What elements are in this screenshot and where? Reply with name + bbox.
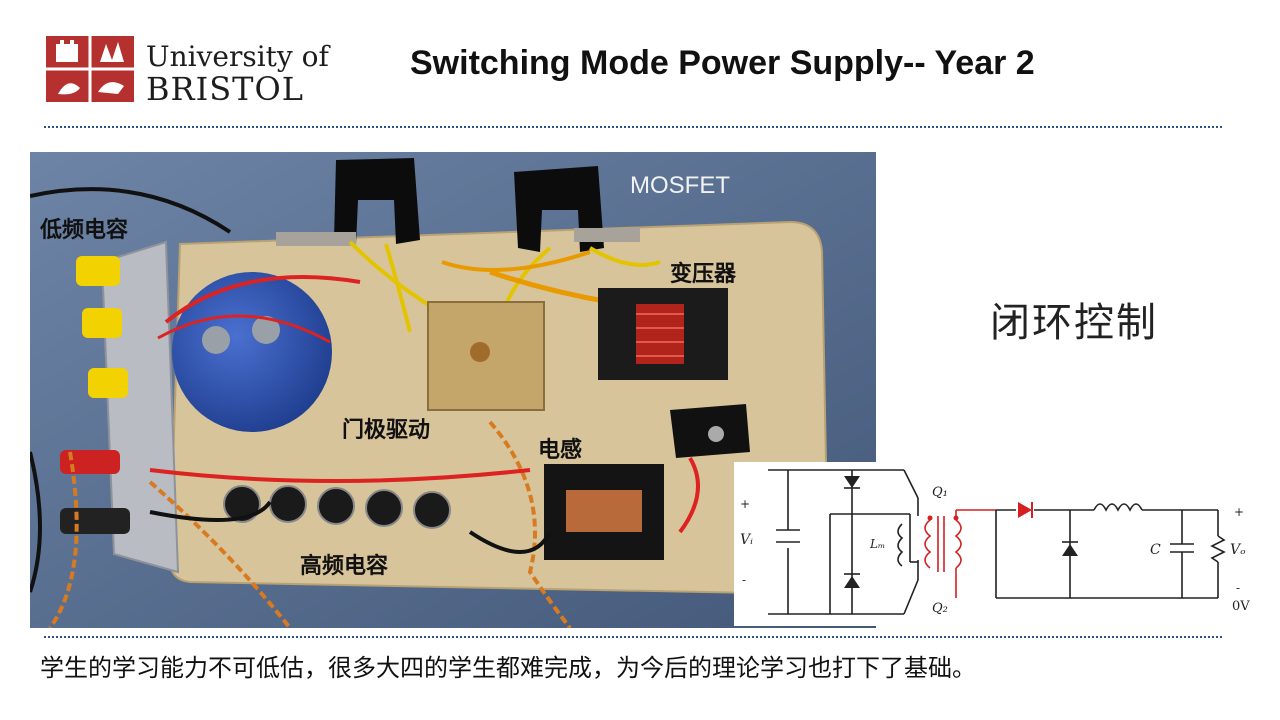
logo-text-university: University of [146, 40, 329, 73]
label-inductor: 电感 [538, 438, 583, 463]
top-divider [44, 126, 1222, 128]
label-minus-input: - [742, 573, 746, 587]
forward-converter-schematic: Q₁ Q₂ Vᵢ Lₘ C Vₒ 0V + - + - [734, 462, 1266, 626]
label-lm: Lₘ [869, 537, 885, 551]
label-vi: Vᵢ [740, 532, 753, 548]
circuit-board-photo: MOSFET 低频电容 变压器 门极驱动 电感 高频电容 [30, 152, 876, 628]
slide-title: Switching Mode Power Supply-- Year 2 [410, 44, 1035, 82]
label-plus-input: + [740, 497, 750, 511]
label-vo: Vₒ [1230, 542, 1246, 558]
bottom-divider [44, 636, 1222, 638]
label-high-freq-capacitor: 高频电容 [300, 554, 389, 579]
label-q1: Q₁ [932, 485, 948, 500]
label-transformer: 变压器 [670, 262, 737, 287]
label-minus-output: - [1236, 581, 1240, 595]
label-low-freq-capacitor: 低频电容 [40, 218, 129, 243]
closed-loop-control-text: 闭环控制 [990, 300, 1158, 346]
university-crest-icon [46, 36, 134, 102]
label-c: C [1150, 542, 1161, 558]
label-q2: Q₂ [932, 601, 948, 616]
university-logo: University of BRISTOL [46, 36, 356, 108]
label-mosfet: MOSFET [630, 172, 730, 199]
label-0v: 0V [1232, 599, 1250, 614]
logo-text-bristol: BRISTOL [146, 70, 304, 108]
label-gate-drive: 门极驱动 [342, 418, 431, 443]
label-plus-output: + [1234, 505, 1244, 519]
caption-text: 学生的学习能力不可低估，很多大四的学生都难完成，为今后的理论学习也打下了基础。 [40, 654, 976, 682]
